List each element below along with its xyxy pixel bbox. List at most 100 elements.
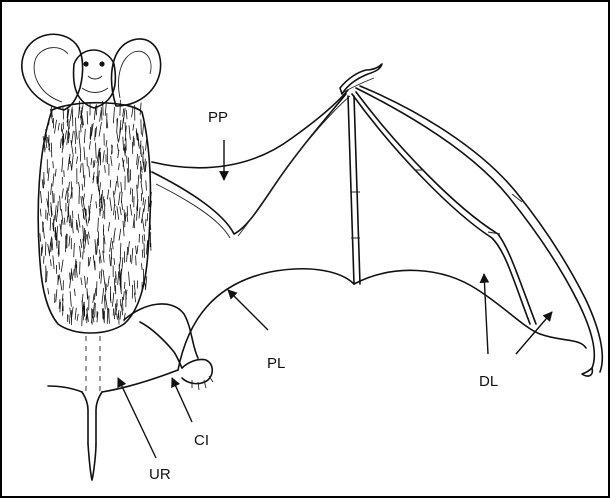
fur-stroke <box>145 162 146 172</box>
fur-stroke <box>103 211 104 218</box>
fur-stroke <box>98 218 99 232</box>
fur-stroke <box>119 229 121 240</box>
fur-stroke <box>74 289 75 296</box>
fur-stroke <box>125 144 126 155</box>
fur-stroke <box>142 264 143 270</box>
fur-stroke <box>146 181 147 191</box>
dactylopatagium-trailing-edge <box>354 270 586 348</box>
fur-stroke <box>75 132 76 144</box>
fur-stroke <box>132 248 133 263</box>
fur-stroke <box>59 262 60 269</box>
uropatagium-edge-right <box>102 370 178 392</box>
fur-stroke <box>116 276 117 283</box>
fur-stroke <box>120 207 121 215</box>
fur-stroke <box>53 174 54 186</box>
fur-stroke <box>121 182 122 192</box>
fur-stroke <box>144 234 145 241</box>
fur-stroke <box>99 183 100 195</box>
fur-stroke <box>84 147 85 160</box>
fur-stroke <box>96 202 97 208</box>
fur-texture <box>40 100 152 326</box>
fur-stroke <box>144 200 146 212</box>
fur-stroke <box>100 110 102 121</box>
fur-stroke <box>91 194 92 203</box>
fur-stroke <box>107 190 108 199</box>
fur-stroke <box>96 143 97 158</box>
fur-stroke <box>40 209 41 216</box>
fur-stroke <box>122 258 123 266</box>
fur-stroke <box>143 219 145 231</box>
fur-stroke <box>114 204 115 215</box>
fur-stroke <box>68 131 69 138</box>
fur-stroke <box>95 303 96 317</box>
fur-stroke <box>117 314 118 320</box>
fur-stroke <box>138 175 139 188</box>
fur-stroke <box>89 142 90 150</box>
fur-stroke <box>58 123 59 130</box>
fur-stroke <box>67 216 68 222</box>
fur-stroke <box>82 184 83 190</box>
fur-stroke <box>43 227 44 238</box>
fur-stroke <box>41 191 42 202</box>
ur-arrow <box>118 378 156 458</box>
fur-stroke <box>48 288 49 294</box>
fur-stroke <box>69 315 70 323</box>
fur-stroke <box>57 226 58 237</box>
fur-stroke <box>123 109 124 117</box>
fur-stroke <box>50 218 51 230</box>
fur-stroke <box>140 103 141 115</box>
fur-stroke <box>99 122 101 136</box>
right-ear <box>112 39 161 106</box>
fur-stroke <box>111 156 112 165</box>
fur-stroke <box>101 107 102 120</box>
label-dl: DL <box>479 374 498 389</box>
pl-arrow <box>228 290 268 330</box>
fur-stroke <box>84 129 85 143</box>
dl-arrow-1 <box>484 274 488 354</box>
fur-stroke <box>70 216 71 227</box>
fur-stroke <box>62 189 63 198</box>
label-pp: PP <box>208 110 228 125</box>
fur-stroke <box>55 169 56 176</box>
fur-stroke <box>76 118 77 132</box>
digit-4 <box>352 92 536 324</box>
fur-stroke <box>101 269 102 284</box>
fur-stroke <box>127 169 128 183</box>
fur-stroke <box>120 311 121 319</box>
fur-stroke <box>143 198 144 205</box>
fur-stroke <box>142 124 143 137</box>
fur-stroke <box>137 156 139 169</box>
fur-stroke <box>111 248 112 259</box>
fur-stroke <box>120 243 121 258</box>
fur-stroke <box>68 208 69 223</box>
fur-stroke <box>61 260 63 272</box>
fur-stroke <box>56 290 57 302</box>
fur-stroke <box>113 293 114 306</box>
fur-stroke <box>53 191 54 203</box>
fur-stroke <box>119 258 121 269</box>
fur-stroke <box>108 223 109 232</box>
fur-stroke <box>137 246 138 254</box>
fur-stroke <box>141 174 142 182</box>
fur-stroke <box>42 180 43 188</box>
fur-stroke <box>67 134 68 144</box>
fur-stroke <box>146 140 147 150</box>
fur-stroke <box>87 111 88 124</box>
fur-stroke <box>132 107 134 117</box>
fur-stroke <box>75 308 76 319</box>
fur-stroke <box>50 260 51 266</box>
fur-stroke <box>93 316 94 322</box>
fur-stroke <box>70 292 71 307</box>
fur-stroke <box>95 128 96 140</box>
fur-stroke <box>145 283 146 289</box>
fur-stroke <box>56 209 57 222</box>
fur-stroke <box>118 192 120 205</box>
fur-stroke <box>72 219 73 233</box>
fur-stroke <box>136 256 137 265</box>
fur-stroke <box>117 176 118 187</box>
fur-stroke <box>48 244 50 256</box>
fur-stroke <box>104 200 105 207</box>
fur-stroke <box>89 257 90 265</box>
